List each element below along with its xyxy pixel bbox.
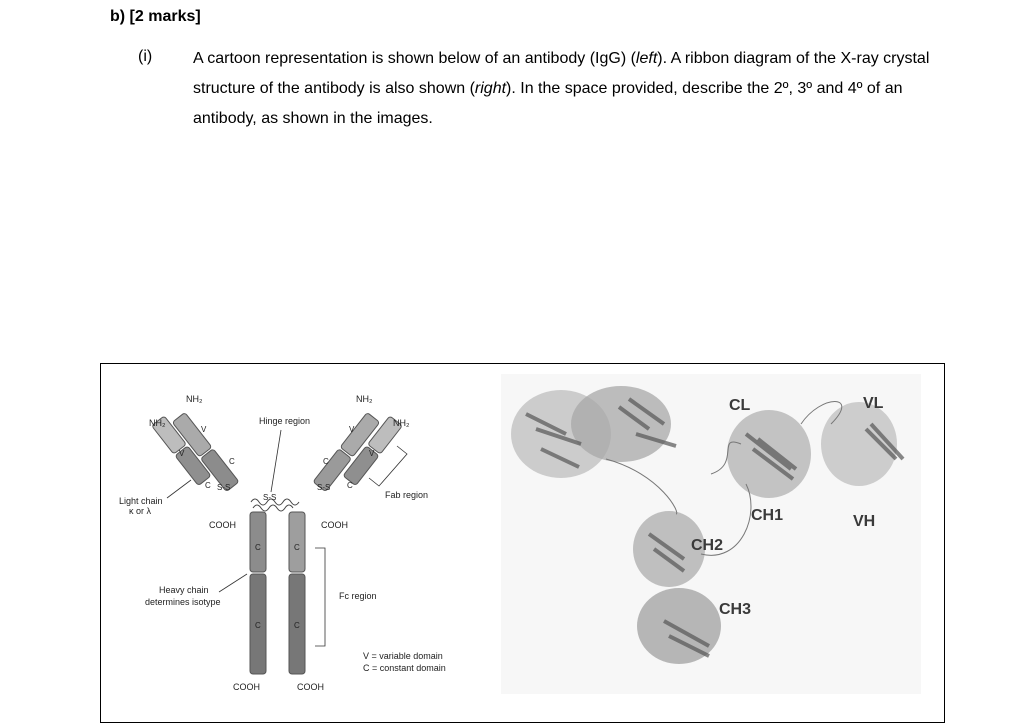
question-text-part1: A cartoon representation is shown below … — [193, 50, 636, 67]
domain-c: C — [294, 621, 300, 630]
heavy-chain-left-upper — [249, 511, 267, 573]
domain-c: C — [255, 543, 261, 552]
ribbon-label-vh: VH — [853, 513, 875, 530]
figure-box: C C C C V C V — [100, 363, 945, 723]
domain-c: C — [255, 621, 261, 630]
ribbon-label-cl: CL — [729, 397, 751, 414]
nh2-label: NH₂ — [393, 418, 410, 428]
right-light-chain — [343, 416, 402, 485]
ribbon-label-ch3: CH3 — [719, 601, 751, 618]
light-chain-label: Light chain — [119, 496, 163, 506]
domain-c: C — [205, 481, 211, 490]
heavy-chain-right-lower — [288, 573, 306, 675]
domain-v: V — [349, 425, 355, 434]
heavy-chain-label: Heavy chain — [159, 585, 209, 595]
cooh-label: COOH — [209, 520, 236, 530]
fc-region-label: Fc region — [339, 591, 377, 601]
ribbon-label-ch2: CH2 — [691, 537, 723, 554]
domain-c: C — [323, 457, 329, 466]
light-chain-type-label: κ or λ — [129, 506, 152, 516]
heavy-chain-sub-label: determines isotype — [145, 597, 221, 607]
cooh-label: COOH — [297, 682, 324, 692]
question-text-part3: ). In the space provided, describe the 2… — [193, 80, 903, 127]
fab-region-label: Fab region — [385, 490, 428, 500]
disulfide-label: S-S — [263, 493, 276, 502]
legend-constant: C = constant domain — [363, 663, 446, 673]
nh2-label: NH₂ — [356, 394, 373, 404]
question-text: A cartoon representation is shown below … — [193, 44, 953, 134]
domain-v: V — [201, 425, 207, 434]
disulfide-label: S-S — [217, 483, 230, 492]
ribbon-structure: CL VL CH1 VH CH2 CH3 — [501, 374, 921, 694]
fc-bracket — [315, 547, 326, 647]
fab-bracket — [368, 445, 408, 487]
left-light-chain — [152, 416, 211, 485]
domain-v: V — [179, 449, 185, 458]
hinge-region-label: Hinge region — [259, 416, 310, 426]
ribbon-label-vl: VL — [863, 395, 884, 412]
right-fab-arm — [313, 413, 380, 491]
legend-variable: V = variable domain — [363, 651, 443, 661]
section-heading: b) [2 marks] — [110, 8, 201, 25]
heavy-chain-right-upper — [288, 511, 306, 573]
question-number: (i) — [138, 48, 153, 65]
heavy-chain-left-lower — [249, 573, 267, 675]
cooh-label: COOH — [321, 520, 348, 530]
cooh-label: COOH — [233, 682, 260, 692]
disulfide-label: S-S — [317, 483, 330, 492]
antibody-figure: C C C C V C V — [119, 374, 921, 694]
hinge-disulfide — [250, 498, 300, 506]
question-text-part2: ). A ribbon diagram of the X-ray crystal… — [193, 50, 930, 97]
domain-v: V — [369, 449, 375, 458]
question-right-word: right — [474, 80, 507, 97]
antibody-cartoon: C C C C V C V — [119, 394, 446, 692]
question-left-word: left — [635, 50, 658, 67]
domain-c: C — [347, 481, 353, 490]
ribbon-label-ch1: CH1 — [751, 507, 783, 524]
nh2-label: NH₂ — [149, 418, 166, 428]
domain-c: C — [229, 457, 235, 466]
nh2-label: NH₂ — [186, 394, 203, 404]
left-fab-arm — [172, 413, 239, 491]
domain-c: C — [294, 543, 300, 552]
